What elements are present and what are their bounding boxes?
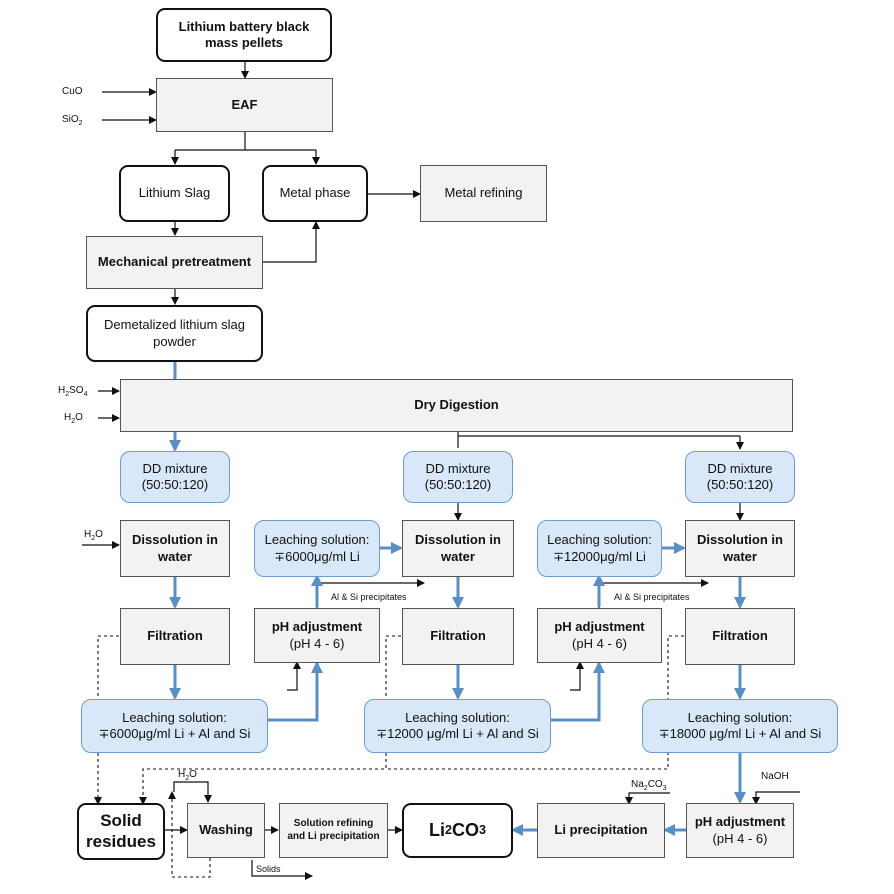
dissolution-node-1: Dissolution in water: [120, 520, 230, 577]
leaching-solution-node-in-3: Leaching solution: ∓12000μg/ml Li: [537, 520, 662, 577]
arrow-h2o-washing: [173, 781, 212, 803]
leaching-solution-node-out-1: Leaching solution: ∓6000μg/ml Li + Al an…: [81, 699, 268, 753]
black-mass-pellets-node: Lithium battery black mass pellets: [156, 8, 332, 62]
h2so4-label: H2SO4: [58, 385, 88, 398]
solution-refining-node: Solution refining and Li precipitation: [279, 803, 388, 858]
blue-leach2-ph2: [551, 661, 605, 722]
sio2-label: SiO2: [62, 114, 83, 127]
mechanical-pretreatment-node: Mechanical pretreatment: [86, 236, 263, 289]
arrow-mech-metal: [263, 221, 320, 263]
arrow-na2co3-liprecip: [625, 792, 670, 805]
lithium-slag-node: Lithium Slag: [119, 165, 230, 222]
h2o-label-dd: H2O: [64, 412, 83, 425]
dissolution-node-2: Dissolution in water: [402, 520, 514, 577]
metal-refining-node: Metal refining: [420, 165, 547, 222]
washing-node: Washing: [187, 803, 265, 858]
arrow-ph2-loop: [570, 661, 584, 691]
li-precipitation-node: Li precipitation: [537, 803, 665, 858]
ph-adjustment-node-3: pH adjustment (pH 4 - 6): [686, 803, 794, 858]
cuo-label: CuO: [62, 86, 83, 97]
h2o-label-dissolution: H2O: [84, 529, 103, 542]
ph-adjustment-node-2: pH adjustment (pH 4 - 6): [537, 608, 662, 663]
solid-residues-node: Solid residues: [77, 803, 165, 860]
eaf-node: EAF: [156, 78, 333, 132]
metal-phase-node: Metal phase: [262, 165, 368, 222]
dd-mixture-node-2: DD mixture (50:50:120): [403, 451, 513, 503]
arrow-dd-split: [457, 432, 740, 448]
filtration-node-1: Filtration: [120, 608, 230, 665]
al-si-precipitates-label-2: Al & Si precipitates: [614, 592, 690, 602]
blue-leach1-ph1: [268, 661, 323, 722]
dotted-washing-loop: [168, 791, 211, 878]
na2co3-label: Na2CO3: [631, 779, 667, 792]
h2o-label-washing: H2O: [178, 769, 197, 782]
arrow-eaf-split: [175, 132, 316, 151]
filtration-node-3: Filtration: [685, 608, 795, 665]
dotted-filt2-residues: [139, 635, 401, 805]
arrow-naoh-ph: [752, 791, 800, 805]
leaching-solution-node-out-3: Leaching solution: ∓18000 μg/ml Li + Al …: [642, 699, 838, 753]
al-si-precipitates-label-1: Al & Si precipitates: [331, 592, 407, 602]
dissolution-node-3: Dissolution in water: [685, 520, 795, 577]
leaching-solution-node-out-2: Leaching solution: ∓12000 μg/ml Li + Al …: [364, 699, 551, 753]
dd-mixture-node-3: DD mixture (50:50:120): [685, 451, 795, 503]
demetalized-powder-node: Demetalized lithium slag powder: [86, 305, 263, 362]
arrow-solids: [251, 860, 313, 880]
leaching-solution-node-in-2: Leaching solution: ∓6000μg/ml Li: [254, 520, 380, 577]
filtration-node-2: Filtration: [402, 608, 514, 665]
dry-digestion-node: Dry Digestion: [120, 379, 793, 432]
arrow-ph1-loop: [287, 661, 301, 691]
naoh-label: NaOH: [761, 771, 789, 782]
dd-mixture-node-1: DD mixture (50:50:120): [120, 451, 230, 503]
ph-adjustment-node-1: pH adjustment (pH 4 - 6): [254, 608, 380, 663]
dotted-filt3-residues: [386, 635, 684, 770]
solids-label: Solids: [256, 864, 281, 874]
